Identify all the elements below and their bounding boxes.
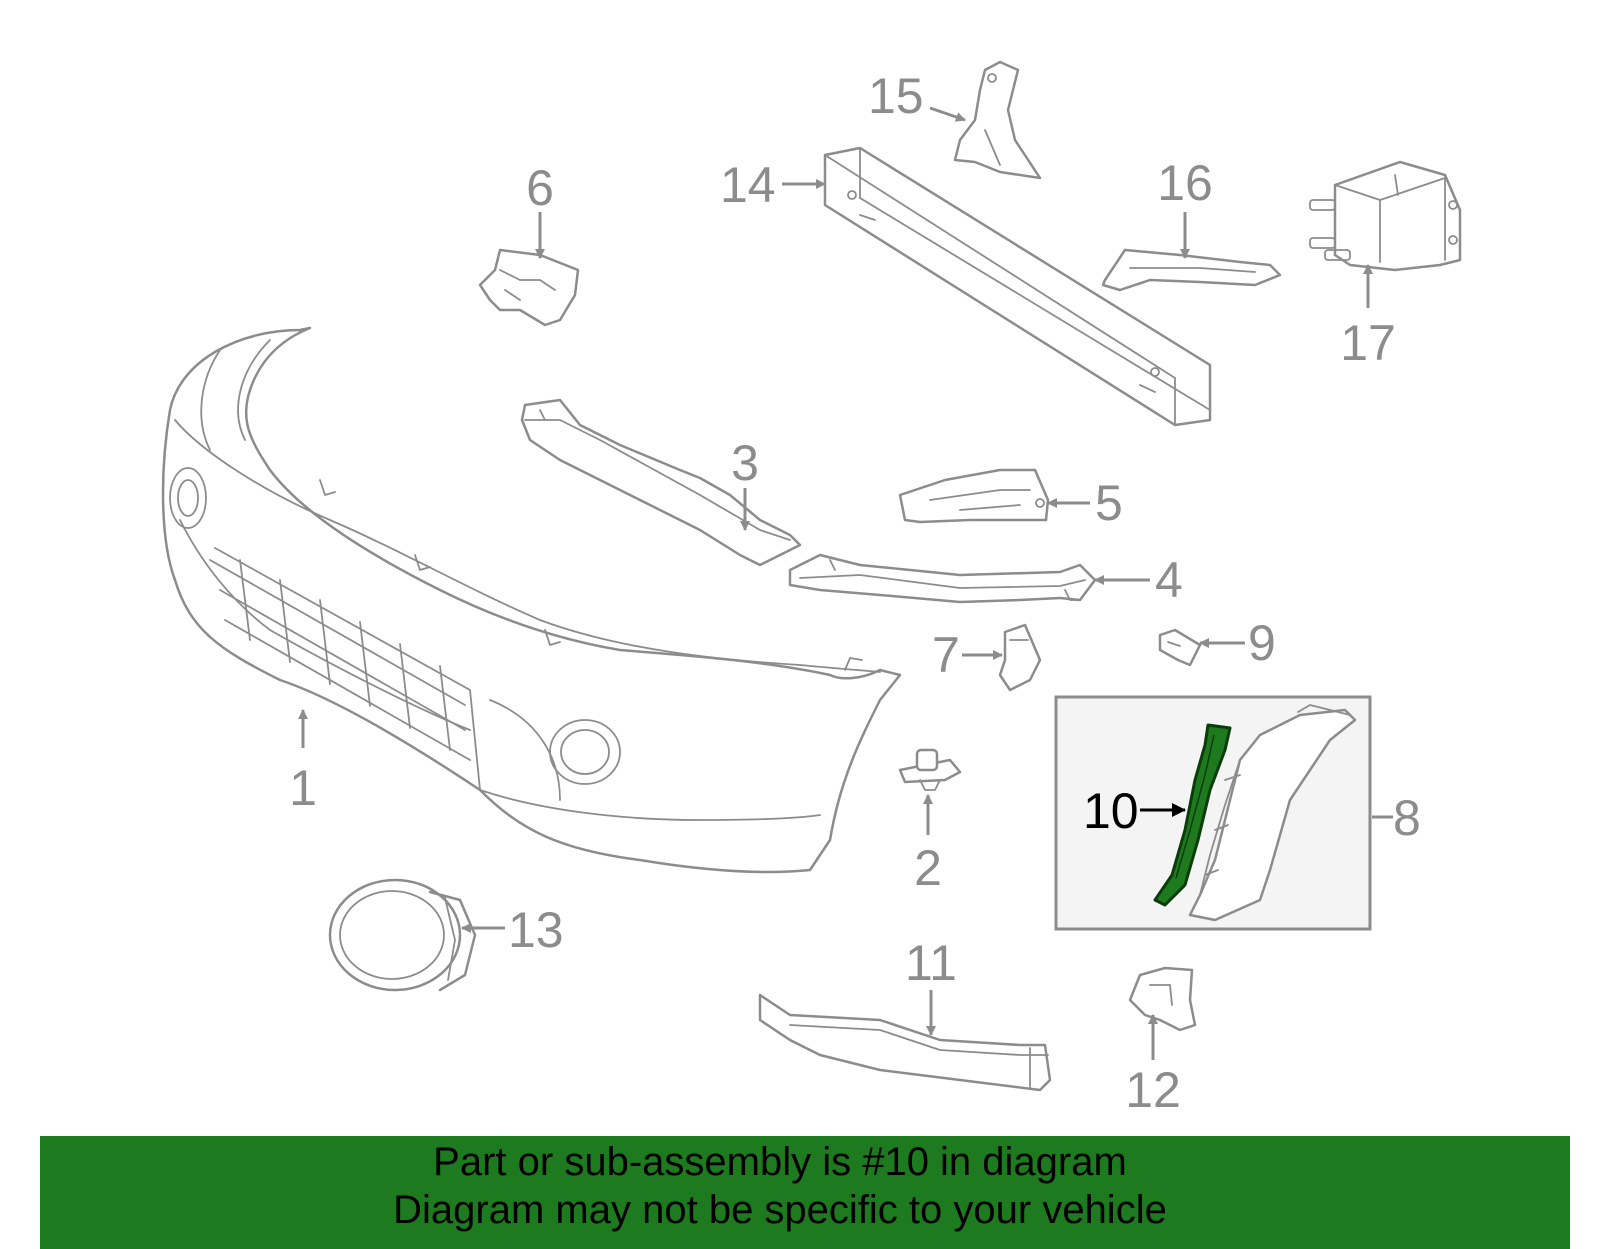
part-10-molding-highlighted	[1153, 723, 1232, 907]
callout-arrows	[298, 106, 1393, 1060]
callout-6: 6	[526, 160, 554, 216]
callout-2: 2	[914, 840, 942, 896]
callout-16: 16	[1157, 155, 1213, 211]
part-7-bracket	[998, 623, 1042, 692]
callout-10: 10	[1083, 783, 1139, 839]
part-9-clip	[1158, 628, 1202, 667]
part-17-absorber	[1309, 160, 1462, 272]
callout-15: 15	[868, 68, 924, 124]
callout-7: 7	[932, 627, 960, 683]
part-3-bracket	[520, 398, 802, 567]
callout-17: 17	[1340, 315, 1396, 371]
part-5-bracket	[898, 468, 1050, 524]
callout-11: 11	[905, 935, 957, 991]
callout-14: 14	[720, 157, 776, 213]
bumper-cover	[161, 326, 902, 874]
banner-line-2: Diagram may not be specific to your vehi…	[393, 1188, 1167, 1232]
part-2-clip	[898, 748, 962, 791]
callout-13: 13	[508, 902, 564, 958]
part-12-bracket	[1128, 966, 1197, 1032]
part-11-extension	[758, 993, 1052, 1092]
callout-9: 9	[1248, 615, 1276, 671]
callout-3: 3	[731, 435, 759, 491]
part-13-fog-lamp-housing	[328, 878, 477, 992]
part-15-bracket	[953, 60, 1042, 180]
callout-5: 5	[1095, 475, 1123, 531]
info-banner: Part or sub-assembly is #10 in diagram D…	[40, 1136, 1570, 1249]
part-6-bracket	[478, 248, 580, 327]
callout-4: 4	[1155, 552, 1183, 608]
callout-8: 8	[1393, 790, 1421, 846]
banner-line-1: Part or sub-assembly is #10 in diagram	[433, 1140, 1127, 1184]
arrow-15	[929, 106, 966, 122]
part-4-reinforcement	[788, 553, 1097, 604]
part-16-bracket	[1101, 248, 1282, 292]
part-8-inset	[1054, 695, 1372, 931]
callout-labels: 1 2 3 4 5 6 7 8 9 10 11 12 13 14 15 16 1…	[289, 68, 1421, 1118]
callout-1: 1	[289, 760, 317, 816]
part-14-impact-bar	[823, 146, 1212, 427]
callout-12: 12	[1125, 1062, 1181, 1118]
